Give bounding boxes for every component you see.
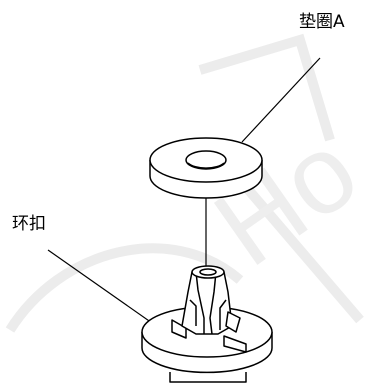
washer-leader-line — [241, 57, 321, 143]
washer-a-label: 垫圈A — [299, 12, 345, 32]
clip-label: 环扣 — [12, 214, 46, 234]
clip — [141, 265, 273, 383]
watermark — [5, 33, 364, 333]
washer-a — [149, 137, 263, 199]
clip-leader-line — [47, 249, 163, 331]
